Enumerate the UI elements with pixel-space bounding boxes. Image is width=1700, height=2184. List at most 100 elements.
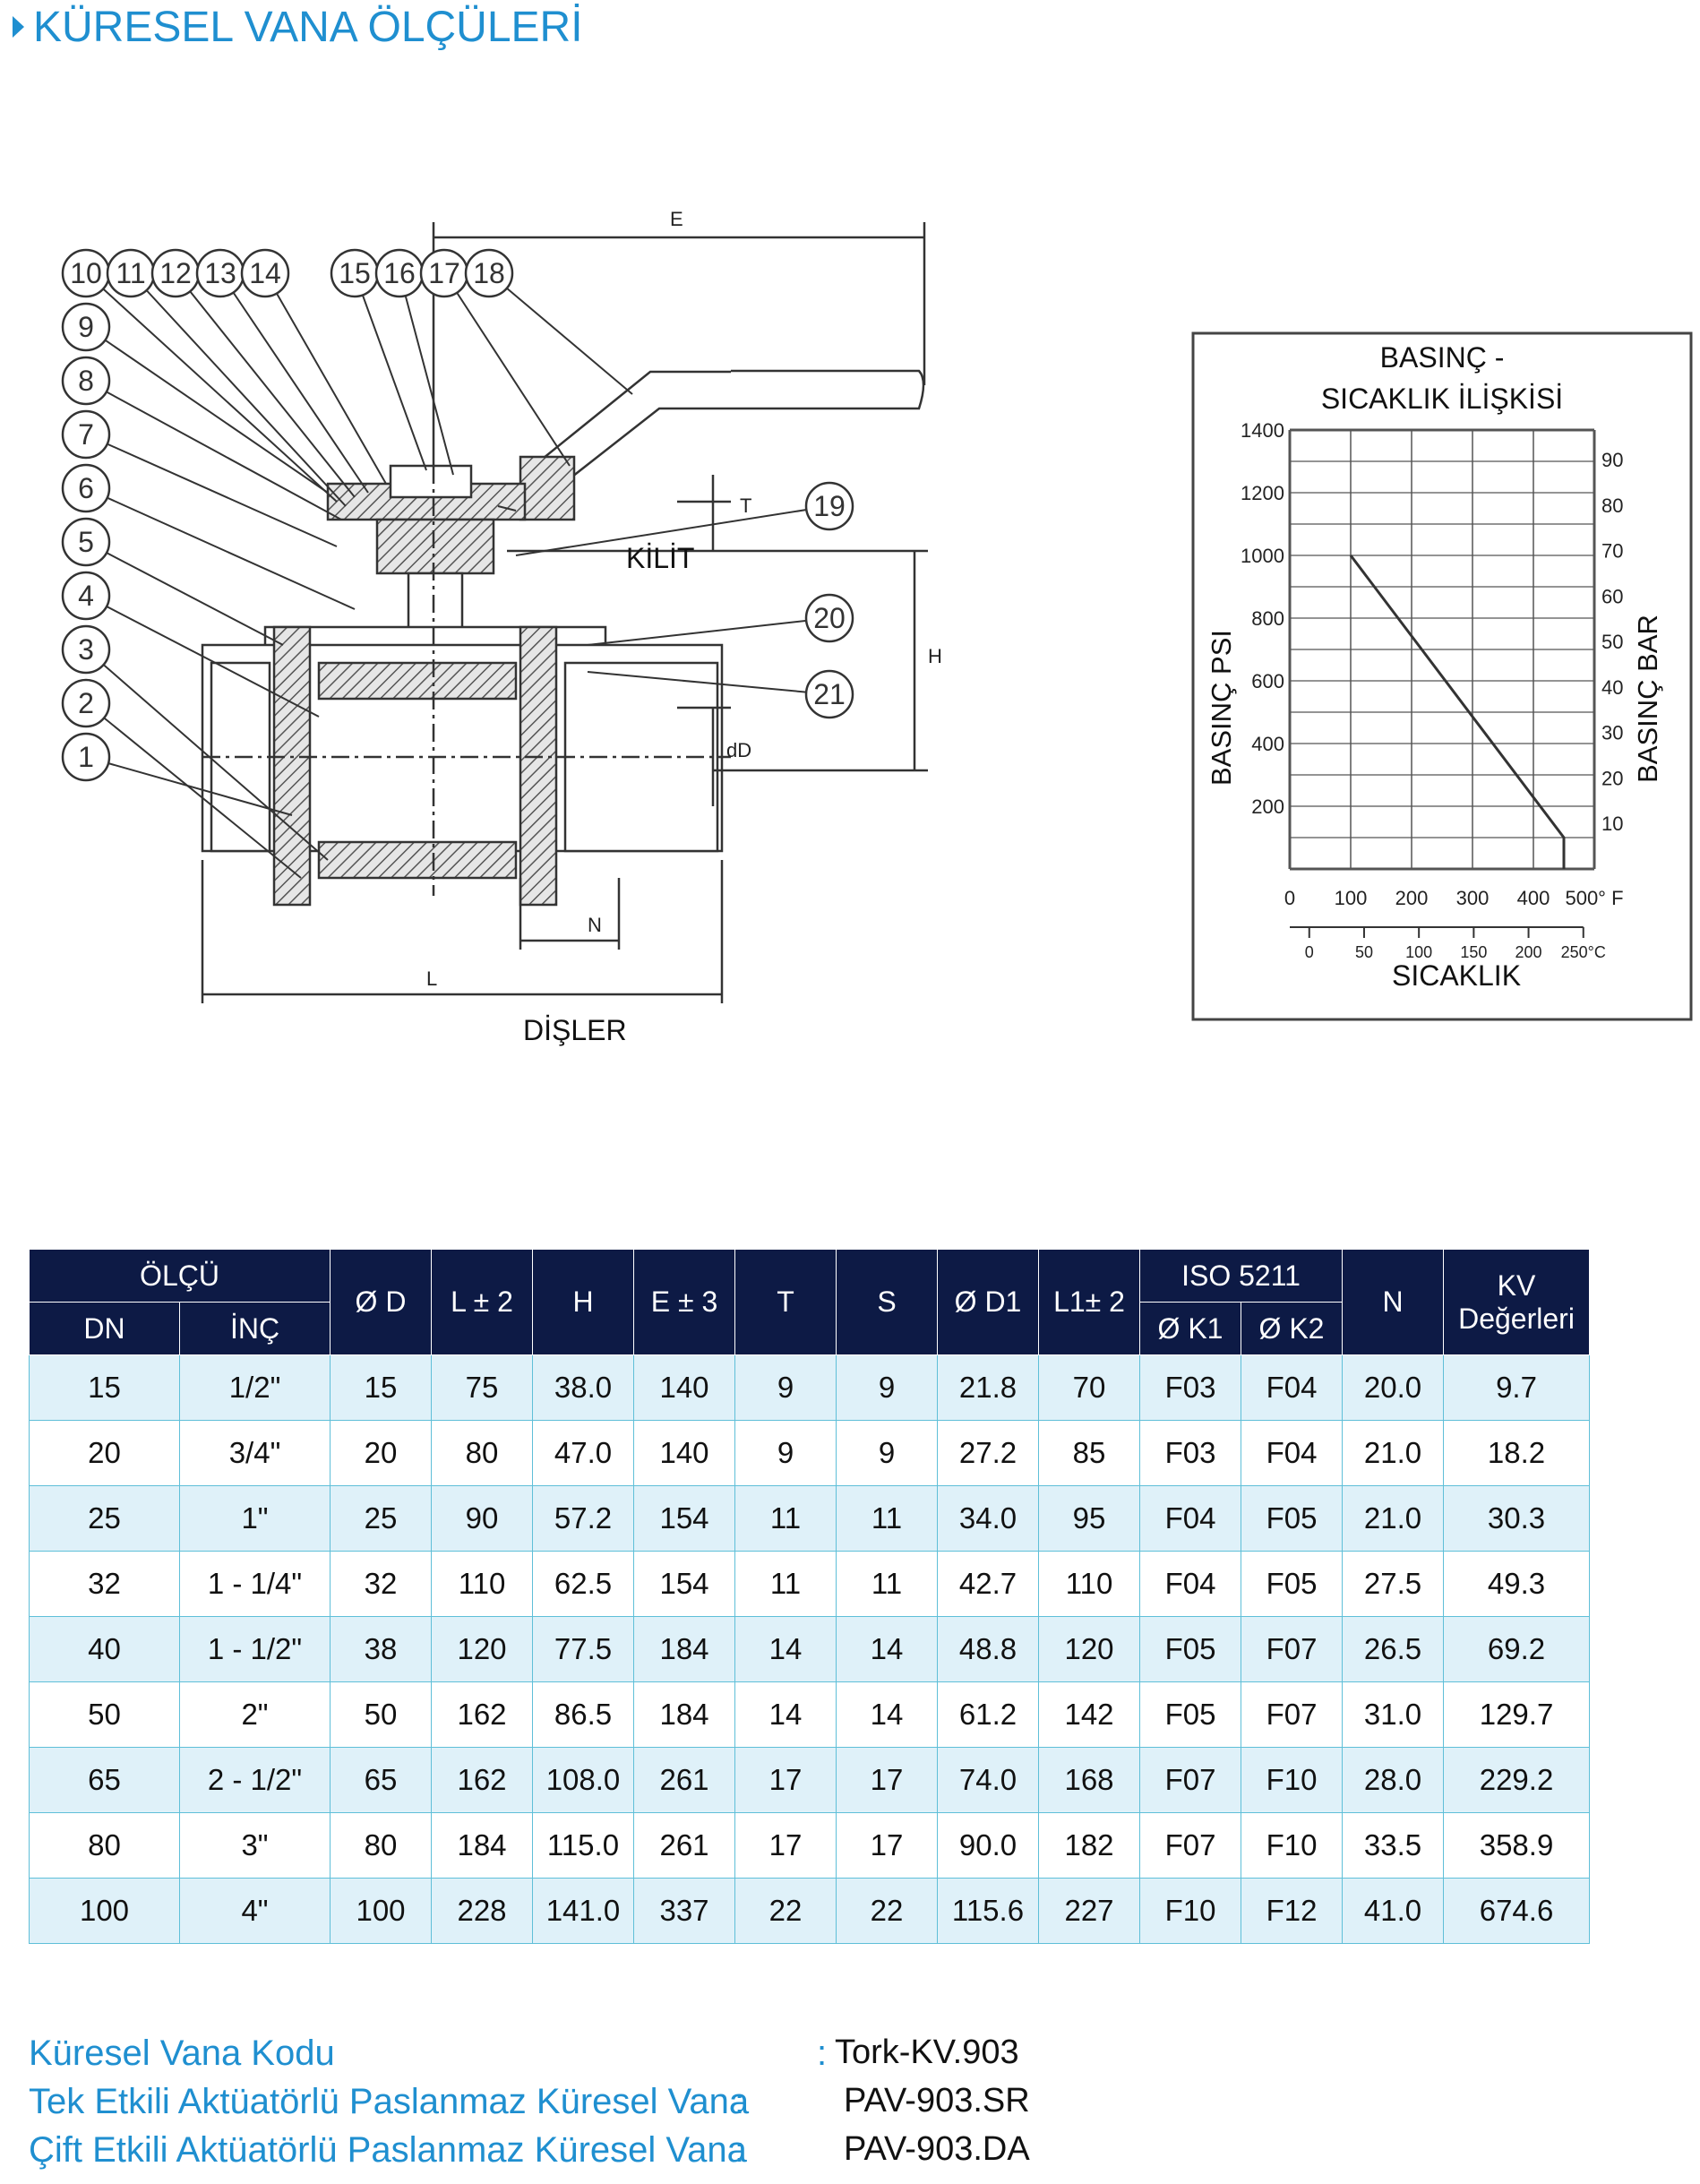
table-cell: F05 <box>1139 1616 1241 1682</box>
pressure-temperature-chart: BASINÇ - SICAKLIK İLİŞKİSİ BASINÇ PSI BA… <box>1191 331 1693 1021</box>
chart-tick-label: 80 <box>1601 494 1623 517</box>
table-cell: F07 <box>1139 1747 1241 1813</box>
table-cell: 14 <box>836 1681 938 1748</box>
callout-number: 12 <box>159 257 192 289</box>
table-cell: 86.5 <box>532 1681 634 1748</box>
callout-circle <box>61 302 111 352</box>
table-cell: 20 <box>29 1420 180 1486</box>
code-row: Çift Etkili Aktüatörlü Paslanmaz Küresel… <box>29 2130 1103 2175</box>
code-value: Tork-KV.903 <box>835 2034 1019 2071</box>
dim-h-label: H <box>928 645 942 667</box>
table-cell: 154 <box>633 1485 735 1552</box>
table-cell: F05 <box>1240 1551 1344 1617</box>
table-cell: 11 <box>734 1551 837 1617</box>
table-cell: 17 <box>836 1812 938 1879</box>
table-cell: 20 <box>330 1420 432 1486</box>
table-cell: F07 <box>1240 1616 1344 1682</box>
chart-tick-label: 40 <box>1601 676 1623 699</box>
callout-circle <box>804 481 854 531</box>
chart-title-line2: SICAKLIK İLİŞKİSİ <box>1321 383 1563 415</box>
header-k2: Ø K2 <box>1240 1302 1344 1355</box>
chart-tick-label: 30 <box>1601 722 1623 744</box>
code-colon: : <box>734 2130 745 2170</box>
table-cell: 229.2 <box>1443 1747 1591 1813</box>
table-cell: 14 <box>734 1616 837 1682</box>
table-cell: 28.0 <box>1342 1747 1445 1813</box>
table-cell: 69.2 <box>1443 1616 1591 1682</box>
chart-tick-label: 200 <box>1395 887 1429 909</box>
dim-l-label: L <box>426 967 437 990</box>
page-title-text: KÜRESEL VANA ÖLÇÜLERİ <box>33 3 583 51</box>
chart-tick-label: 60 <box>1601 585 1623 607</box>
table-cell: 65 <box>29 1747 180 1813</box>
callout-number: 3 <box>78 633 94 666</box>
table-cell: 227 <box>1038 1878 1140 1944</box>
table-cell: 228 <box>431 1878 533 1944</box>
table-cell: 65 <box>330 1747 432 1813</box>
table-cell: 168 <box>1038 1747 1140 1813</box>
table-cell: 62.5 <box>532 1551 634 1617</box>
chart-tick-label: 400 <box>1517 887 1550 909</box>
table-cell: 129.7 <box>1443 1681 1591 1748</box>
chart-grid <box>1288 428 1596 871</box>
table-cell: 48.8 <box>937 1616 1039 1682</box>
table-cell: 261 <box>633 1812 735 1879</box>
table-cell: 15 <box>330 1354 432 1421</box>
chart-ylabel-left: BASINÇ PSI <box>1206 630 1237 786</box>
header-l1: L1± 2 <box>1038 1249 1140 1355</box>
code-label: Çift Etkili Aktüatörlü Paslanmaz Küresel… <box>29 2130 747 2170</box>
table-cell: 50 <box>330 1681 432 1748</box>
header-d: Ø D <box>330 1249 432 1355</box>
table-cell: 17 <box>734 1747 837 1813</box>
table-cell: 9 <box>836 1420 938 1486</box>
table-cell: 100 <box>330 1878 432 1944</box>
table-cell: 26.5 <box>1342 1616 1445 1682</box>
chart-tick-label: 250°C <box>1561 943 1606 961</box>
code-value: PAV-903.SR <box>844 2082 1030 2120</box>
triangle-bullet-icon <box>13 16 24 38</box>
chart-tick-label: 150 <box>1460 943 1487 961</box>
table-cell: 142 <box>1038 1681 1140 1748</box>
callout-number: 5 <box>78 526 94 558</box>
table-cell: 30.3 <box>1443 1485 1591 1552</box>
table-cell: 337 <box>633 1878 735 1944</box>
table-cell: 1" <box>179 1485 331 1552</box>
table-cell: F03 <box>1139 1420 1241 1486</box>
header-kv-line2: Değerleri <box>1458 1302 1575 1335</box>
table-cell: F10 <box>1240 1747 1344 1813</box>
table-cell: 110 <box>1038 1551 1140 1617</box>
chart-tick-label: 200 <box>1515 943 1542 961</box>
table-cell: 18.2 <box>1443 1420 1591 1486</box>
table-cell: 21.0 <box>1342 1420 1445 1486</box>
table-cell: 80 <box>29 1812 180 1879</box>
table-cell: 141.0 <box>532 1878 634 1944</box>
callout-number: 8 <box>78 365 94 397</box>
callout-circle <box>804 593 854 643</box>
chart-tick-label: 1200 <box>1241 482 1284 504</box>
table-cell: F04 <box>1139 1551 1241 1617</box>
table-cell: F10 <box>1139 1878 1241 1944</box>
header-dn: DN <box>29 1302 180 1355</box>
table-cell: 1/2" <box>179 1354 331 1421</box>
table-cell: 33.5 <box>1342 1812 1445 1879</box>
table-cell: 140 <box>633 1354 735 1421</box>
table-cell: 162 <box>431 1681 533 1748</box>
chart-tick-label: 0 <box>1284 887 1295 909</box>
table-cell: 75 <box>431 1354 533 1421</box>
page-title: KÜRESEL VANA ÖLÇÜLERİ <box>13 0 583 54</box>
table-cell: 184 <box>633 1681 735 1748</box>
callout-number: 7 <box>78 418 94 451</box>
table-cell: 2 - 1/2" <box>179 1747 331 1813</box>
table-cell: 17 <box>734 1812 837 1879</box>
callout-number: 4 <box>78 580 94 612</box>
table-cell: 3" <box>179 1812 331 1879</box>
header-k1: Ø K1 <box>1139 1302 1241 1355</box>
table-cell: 38.0 <box>532 1354 634 1421</box>
